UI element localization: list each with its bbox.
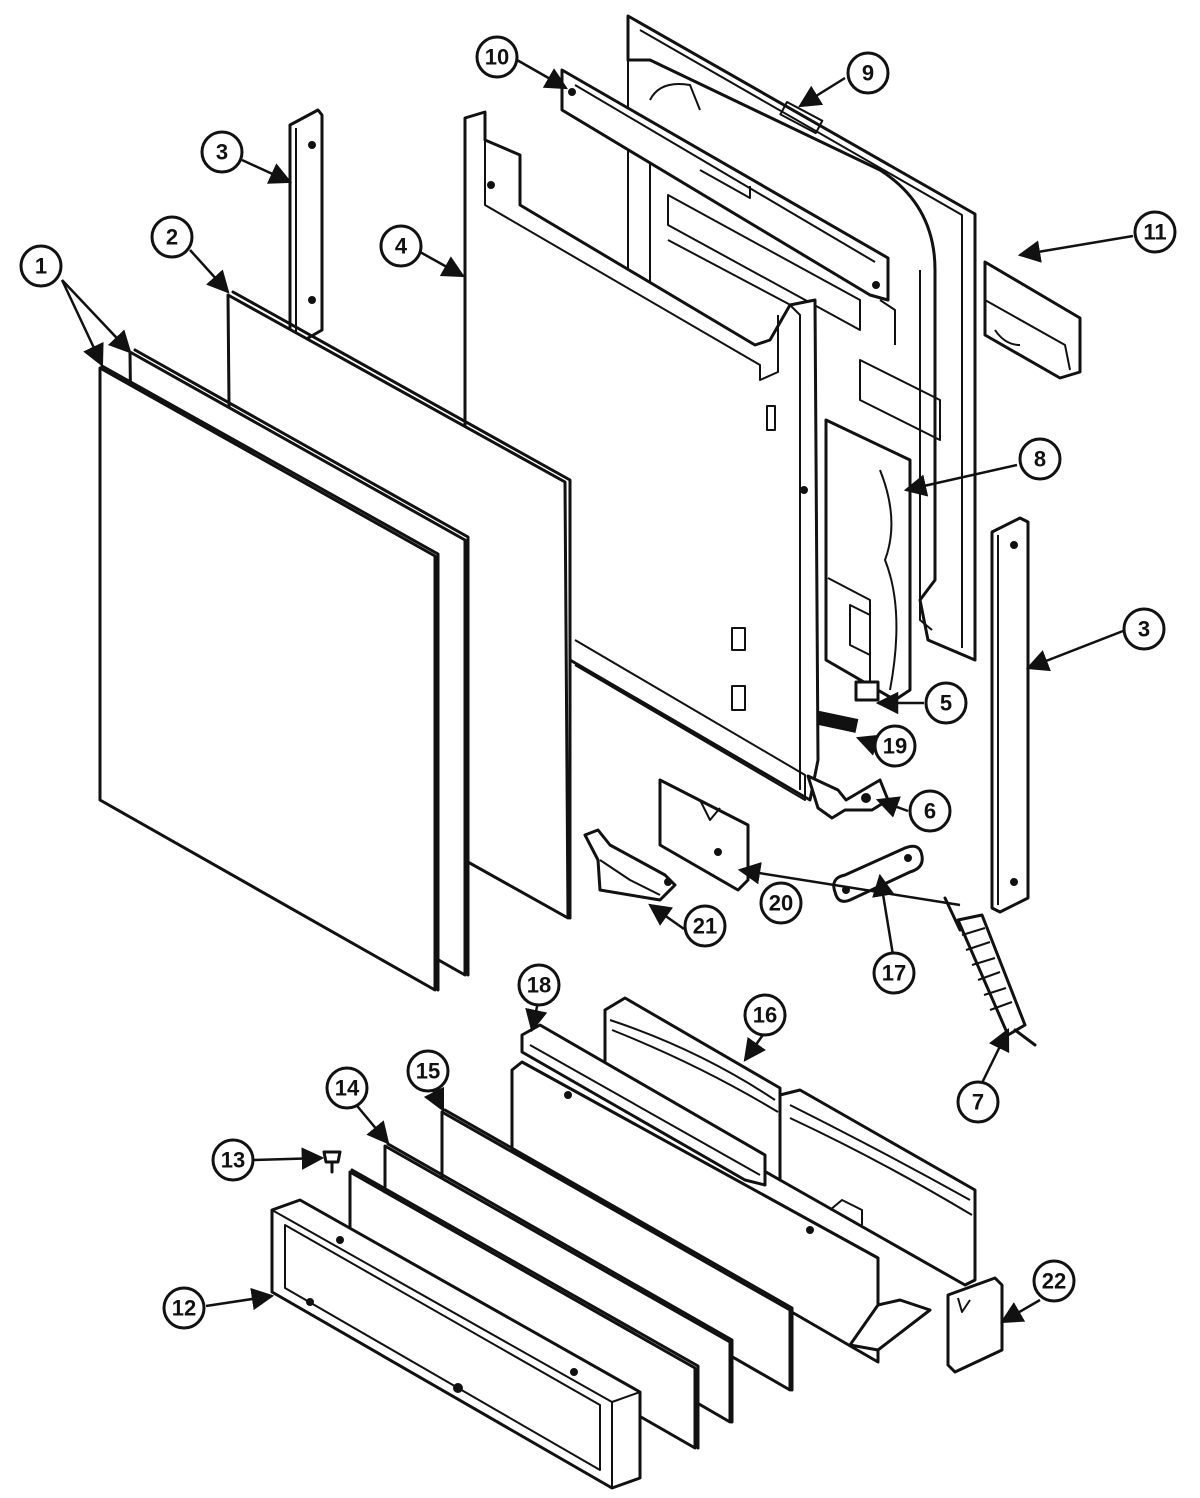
- callout-16: 16: [743, 993, 787, 1037]
- svg-text:7: 7: [972, 1090, 984, 1115]
- callout-2: 2: [150, 215, 194, 259]
- mount-bracket: [658, 778, 750, 892]
- svg-text:10: 10: [485, 45, 509, 70]
- callout-12: 12: [162, 1286, 206, 1330]
- callout-6: 6: [908, 789, 952, 833]
- callout-15: 15: [406, 1049, 450, 1093]
- console-panel: [440, 1108, 794, 1392]
- door-spring: [943, 896, 1037, 1047]
- svg-text:4: 4: [395, 234, 408, 259]
- latch-block: [854, 680, 880, 702]
- svg-text:12: 12: [172, 1296, 196, 1321]
- callout-4: 4: [379, 224, 423, 268]
- svg-text:14: 14: [335, 1076, 360, 1101]
- callout-3-left: 3: [200, 130, 244, 174]
- small-pad: [816, 710, 859, 733]
- top-rail: [560, 68, 890, 302]
- callout-18: 18: [517, 963, 561, 1007]
- screw: [322, 1150, 342, 1174]
- callout-21: 21: [683, 904, 727, 948]
- callout-3-right: 3: [1122, 607, 1166, 651]
- svg-text:18: 18: [527, 973, 551, 998]
- callout-10: 10: [475, 35, 519, 79]
- callout-11: 11: [1133, 210, 1177, 254]
- svg-text:1: 1: [35, 254, 47, 279]
- callout-19: 19: [873, 724, 917, 768]
- callout-13: 13: [211, 1138, 255, 1182]
- callout-1: 1: [19, 244, 63, 288]
- svg-text:17: 17: [882, 961, 906, 986]
- svg-text:19: 19: [883, 734, 907, 759]
- callout-8: 8: [1018, 437, 1062, 481]
- leader-lines: [60, 58, 1134, 1324]
- svg-text:15: 15: [416, 1059, 440, 1084]
- svg-text:21: 21: [693, 914, 717, 939]
- callout-22: 22: [1032, 1259, 1076, 1303]
- svg-text:3: 3: [216, 140, 228, 165]
- svg-text:2: 2: [166, 225, 178, 250]
- callout-5: 5: [924, 681, 968, 725]
- callout-7: 7: [956, 1080, 1000, 1124]
- svg-text:20: 20: [769, 891, 793, 916]
- svg-text:22: 22: [1042, 1269, 1066, 1294]
- svg-text:11: 11: [1143, 220, 1166, 245]
- console-box: [510, 1060, 932, 1364]
- outer-door-panel-front: [98, 364, 440, 992]
- small-clip: [583, 828, 677, 902]
- side-insulation-strip: [824, 418, 912, 702]
- callout-17: 17: [872, 951, 916, 995]
- side-trim-left: [288, 108, 324, 347]
- svg-text:3: 3: [1138, 617, 1150, 642]
- svg-text:13: 13: [221, 1148, 245, 1173]
- svg-text:6: 6: [924, 799, 936, 824]
- svg-text:16: 16: [753, 1003, 777, 1028]
- callout-14: 14: [325, 1066, 369, 1110]
- svg-text:8: 8: [1034, 447, 1046, 472]
- side-trim-right: [990, 516, 1030, 914]
- svg-text:9: 9: [862, 61, 874, 86]
- callout-20: 20: [759, 881, 803, 925]
- hinge-bracket: [806, 774, 890, 820]
- callout-9: 9: [846, 51, 890, 95]
- end-cap: [946, 1276, 1004, 1374]
- svg-text:5: 5: [940, 691, 952, 716]
- right-top-rail: [983, 260, 1082, 380]
